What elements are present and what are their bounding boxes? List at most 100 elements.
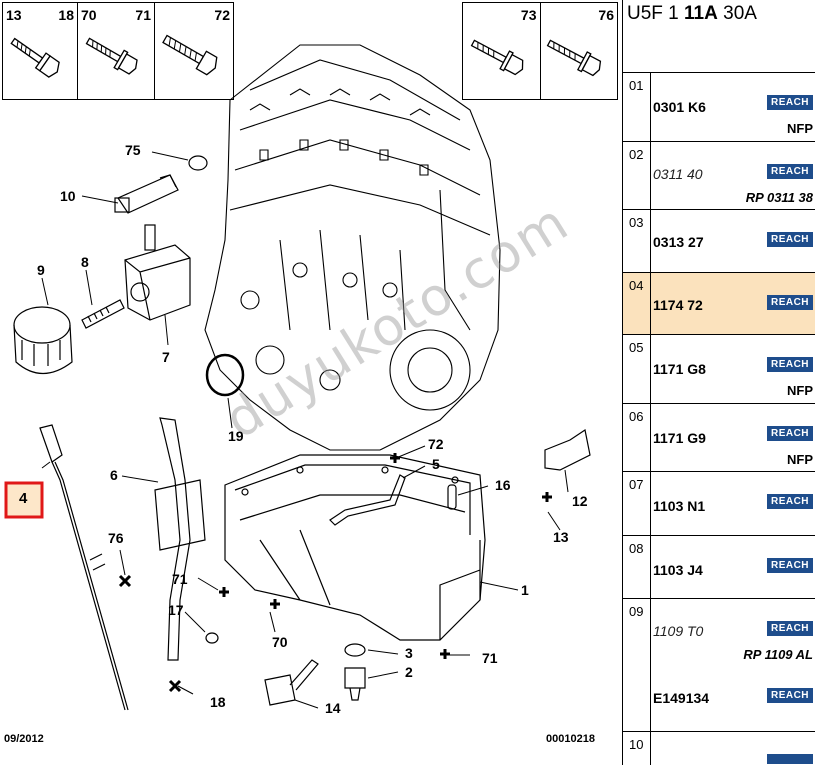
row-note: RP 1109 AL (743, 647, 813, 662)
panel-title: U5F 1 11A 30A (627, 3, 757, 25)
row-number: 10 (629, 737, 644, 752)
sensor-14 (264, 659, 319, 706)
reach-badge: REACH (767, 232, 813, 247)
callout-9[interactable]: 9 (37, 262, 45, 278)
ref-row-04[interactable]: 04 1174 72 REACH (623, 272, 815, 334)
callout-76[interactable]: 76 (108, 530, 124, 546)
part-code-secondary: E149134 (653, 690, 710, 706)
bolt-icon (470, 39, 524, 76)
reach-badge: REACH (767, 688, 813, 703)
callout-7[interactable]: 7 (162, 349, 170, 365)
oil-filter (13, 306, 73, 374)
row-divider (650, 73, 651, 141)
reach-badge: REACH (767, 494, 813, 509)
box-number: 70 (81, 7, 97, 23)
ref-row-03[interactable]: 03 0313 27 REACH (623, 209, 815, 272)
box-number: 76 (598, 7, 614, 23)
title-part: 30A (717, 3, 757, 24)
row-number: 09 (629, 604, 644, 619)
part-code: 0301 K6 (653, 99, 706, 115)
gasket-19 (205, 353, 245, 397)
bolt-icon (546, 39, 601, 77)
callout-5[interactable]: 5 (432, 456, 440, 472)
fastener-box-72[interactable]: 72 (155, 3, 233, 99)
row-divider (650, 335, 651, 403)
reference-panel: U5F 1 11A 30A 01 0301 K6 REACH NFP 02 03… (622, 0, 815, 765)
fastener-box-73[interactable]: 73 (463, 3, 541, 99)
ref-row-06[interactable]: 06 1171 G9 REACH NFP (623, 403, 815, 471)
ref-row-09[interactable]: 09 1109 T0 REACH RP 1109 AL E149134 REAC… (623, 598, 815, 731)
engine-block (204, 44, 501, 451)
footer-date: 09/2012 (4, 733, 44, 745)
part-code: 1109 T0 (653, 623, 704, 639)
row-divider (650, 210, 651, 272)
adapter-8 (81, 299, 125, 329)
reach-badge: REACH (767, 164, 813, 179)
bracket-12 (544, 429, 591, 471)
callout-75[interactable]: 75 (125, 142, 141, 158)
callout-1[interactable]: 1 (521, 582, 529, 598)
callout-8[interactable]: 8 (81, 254, 89, 270)
row-note: NFP (787, 452, 813, 467)
part-code: 0311 40 (653, 166, 703, 182)
reach-badge: REACH (767, 621, 813, 636)
reach-badge: REACH (767, 95, 813, 110)
box-number: 72 (214, 7, 230, 23)
part-code: 1103 N1 (653, 498, 706, 514)
callout-6[interactable]: 6 (110, 467, 118, 483)
bolt-icon (10, 37, 60, 78)
callout-16[interactable]: 16 (495, 477, 511, 493)
row-number: 04 (629, 278, 644, 293)
oil-pan (224, 454, 486, 641)
fastener-box-13-18[interactable]: 13 18 (3, 3, 78, 99)
callout-3[interactable]: 3 (405, 645, 413, 661)
ref-row-08[interactable]: 08 1103 J4 REACH (623, 535, 815, 598)
ref-row-01[interactable]: 01 0301 K6 REACH NFP (623, 72, 815, 141)
fastener-box-70-71[interactable]: 70 71 (78, 3, 155, 99)
row-note: NFP (787, 121, 813, 136)
reach-badge: REACH (767, 426, 813, 441)
ref-row-07[interactable]: 07 1103 N1 REACH (623, 471, 815, 535)
drain-plug-2 (344, 667, 366, 701)
callout-71[interactable]: 71 (172, 571, 188, 587)
callout-10[interactable]: 10 (60, 188, 76, 204)
seal-75 (188, 155, 208, 171)
ref-row-05[interactable]: 05 1171 G8 REACH NFP (623, 334, 815, 403)
part-code: 1171 G9 (653, 430, 706, 446)
callout-12[interactable]: 12 (572, 493, 588, 509)
box-number: 73 (520, 7, 537, 23)
row-number: 05 (629, 340, 644, 355)
ref-row-10[interactable]: 10 (623, 731, 815, 765)
callout-70[interactable]: 70 (272, 634, 288, 650)
row-number: 07 (629, 477, 644, 492)
row-divider (650, 472, 651, 535)
row-number: 02 (629, 147, 644, 162)
ref-row-02[interactable]: 02 0311 40 REACH RP 0311 38 (623, 141, 815, 209)
washer-3 (344, 643, 366, 657)
reach-badge: REACH (767, 357, 813, 372)
callout-2[interactable]: 2 (405, 664, 413, 680)
washer-17 (205, 632, 219, 644)
dipstick-tube (154, 417, 206, 661)
part-code: 1171 G8 (653, 361, 706, 377)
fastener-box-76[interactable]: 76 (541, 3, 618, 99)
row-number: 06 (629, 409, 644, 424)
callout-19[interactable]: 19 (228, 428, 244, 444)
callout-13[interactable]: 13 (553, 529, 569, 545)
fastener-boxes-right: 73 76 (462, 2, 618, 100)
callout-14[interactable]: 14 (325, 700, 341, 716)
callout-18[interactable]: 18 (210, 694, 226, 710)
callout-17[interactable]: 17 (168, 602, 184, 618)
part-code: 1174 72 (653, 297, 703, 313)
row-number: 03 (629, 215, 644, 230)
callout-71b[interactable]: 71 (482, 650, 498, 666)
part-code: 1103 J4 (653, 562, 703, 578)
parts-diagram: 13 18 70 71 (2, 2, 618, 745)
footer-ref: 00010218 (546, 733, 595, 745)
callout-4[interactable]: 4 (19, 490, 28, 507)
title-part: U5F 1 (627, 3, 685, 24)
callout-72[interactable]: 72 (428, 436, 444, 452)
dipstick (39, 424, 129, 711)
fastener-boxes-left: 13 18 70 71 (2, 2, 234, 100)
o-ring-16 (447, 484, 457, 510)
